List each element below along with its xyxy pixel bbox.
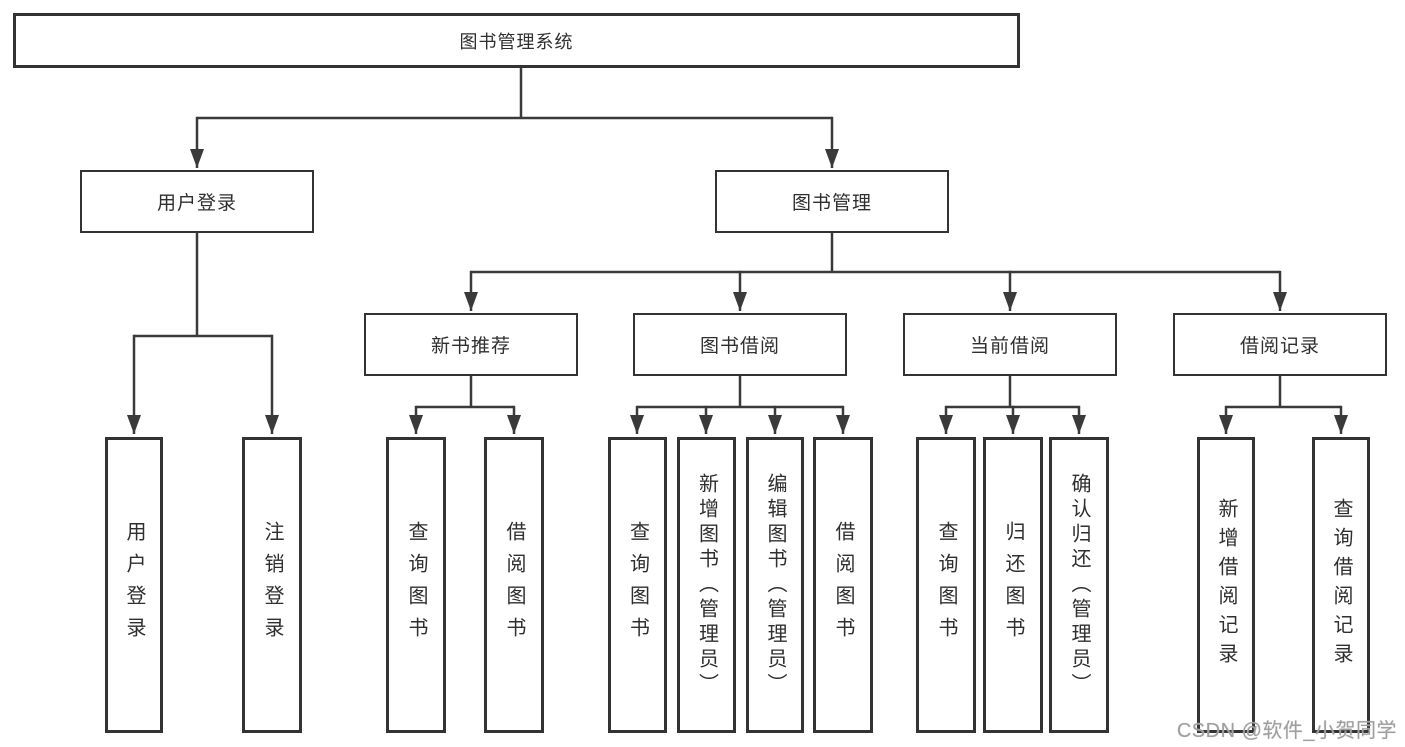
leaf-label: 查询图书 [405, 521, 427, 649]
connector-root-to-level2 [190, 68, 839, 168]
node-label: 借阅记录 [1239, 336, 1320, 357]
leaf-label: 归还图书 [1002, 521, 1024, 649]
node-book-management: 图书管理 [715, 170, 949, 233]
leaf-label: 新增图书（管理员） [695, 472, 718, 698]
leaf-label: 确认归还（管理员） [1068, 472, 1090, 698]
node-root-system: 图书管理系统 [13, 13, 1020, 68]
connector-new-book-children [409, 376, 521, 434]
node-book-borrowing: 图书借阅 [633, 313, 847, 376]
node-new-book-recommendation: 新书推荐 [364, 313, 578, 376]
leaf-return-books: 归还图书 [983, 437, 1043, 733]
node-label: 新书推荐 [430, 336, 511, 357]
leaf-label: 新增借阅记录 [1215, 498, 1237, 672]
connector-current-borrow-children [939, 376, 1086, 434]
connector-borrow-record-children [1219, 376, 1348, 434]
leaf-query-books-2: 查询图书 [608, 437, 667, 733]
leaf-query-books-1: 查询图书 [386, 437, 446, 733]
leaf-label: 编辑图书（管理员） [764, 472, 786, 698]
connector-user-login-children [127, 233, 279, 434]
node-label: 图书管理 [791, 193, 872, 214]
node-label: 图书借阅 [699, 336, 780, 357]
node-user-login: 用户登录 [80, 170, 314, 233]
connector-book-mgmt-children [464, 233, 1287, 311]
leaf-label: 借阅图书 [832, 521, 854, 649]
leaf-label: 查询借阅记录 [1330, 498, 1352, 672]
node-borrowing-records: 借阅记录 [1173, 313, 1387, 376]
node-current-borrowing: 当前借阅 [903, 313, 1117, 376]
leaf-confirm-return-admin: 确认归还（管理员） [1049, 437, 1109, 733]
leaf-label: 借阅图书 [503, 521, 525, 649]
csdn-watermark: CSDN @软件_小贺同学 [1176, 720, 1397, 742]
leaf-borrow-books-2: 借阅图书 [813, 437, 873, 733]
node-label: 用户登录 [156, 193, 237, 214]
leaf-label: 注销登录 [261, 521, 283, 649]
leaf-logout: 注销登录 [242, 437, 302, 733]
connector-book-borrow-children [630, 376, 850, 434]
leaf-label: 查询图书 [626, 521, 649, 649]
leaf-label: 用户登录 [123, 521, 145, 649]
leaf-query-borrow-record: 查询借阅记录 [1312, 437, 1370, 733]
leaf-borrow-books-1: 借阅图书 [484, 437, 544, 733]
leaf-edit-books-admin: 编辑图书（管理员） [746, 437, 804, 733]
leaf-user-login: 用户登录 [105, 437, 163, 733]
leaf-add-borrow-record: 新增借阅记录 [1197, 437, 1255, 733]
leaf-query-books-3: 查询图书 [916, 437, 976, 733]
leaf-label: 查询图书 [935, 521, 957, 649]
leaf-add-books-admin: 新增图书（管理员） [677, 437, 736, 733]
node-label: 当前借阅 [969, 336, 1050, 357]
node-label: 图书管理系统 [459, 31, 574, 52]
